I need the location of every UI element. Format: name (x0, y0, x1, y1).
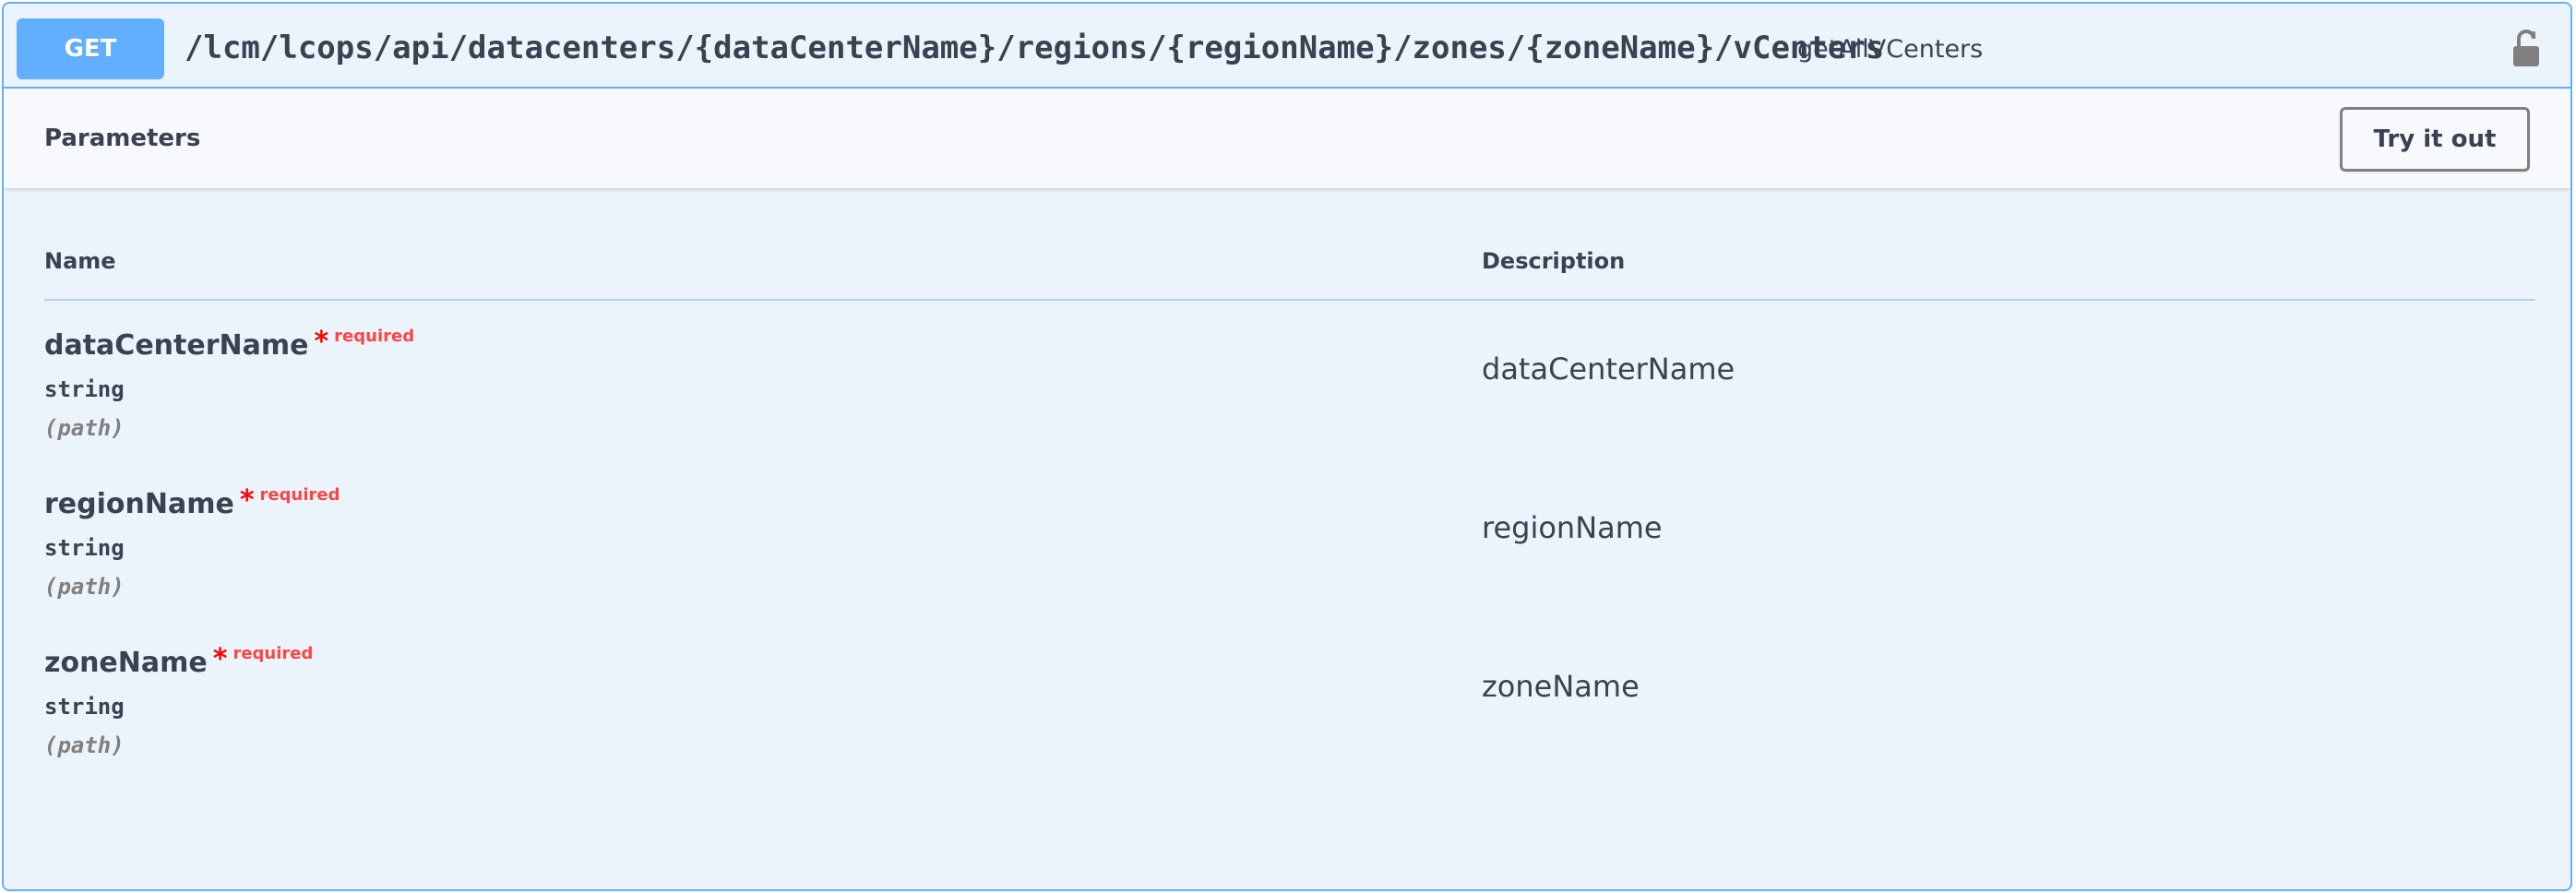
column-header-name: Name (44, 248, 116, 274)
parameter-type: string (44, 535, 125, 561)
parameter-location: (path) (44, 732, 125, 758)
table-header-divider (44, 299, 2535, 301)
parameter-name: zoneName (44, 647, 208, 679)
try-it-out-button[interactable]: Try it out (2340, 107, 2530, 172)
column-header-description: Description (1482, 248, 1626, 274)
parameter-name-cell: regionName*required (44, 484, 340, 528)
parameter-location: (path) (44, 574, 125, 600)
parameter-row: regionName*required string (path) region… (4, 484, 2570, 644)
parameter-type: string (44, 694, 125, 720)
required-label: required (334, 327, 415, 346)
required-label: required (259, 485, 340, 505)
required-marker: * (314, 326, 329, 358)
parameters-header: Parameters Try it out (4, 89, 2570, 188)
parameters-title: Parameters (44, 125, 201, 152)
parameter-location: (path) (44, 415, 125, 441)
endpoint-path: /lcm/lcops/api/datacenters/{dataCenterNa… (185, 30, 1885, 66)
parameter-name: regionName (44, 488, 234, 520)
parameter-row: zoneName*required string (path) zoneName (4, 643, 2570, 803)
parameter-name-cell: dataCenterName* required (44, 326, 415, 369)
parameter-row: dataCenterName*required string (path) da… (4, 326, 2570, 485)
required-marker: * (239, 484, 255, 517)
required-marker: * (212, 643, 228, 675)
parameter-type: string (44, 376, 125, 402)
parameter-description: dataCenterName (1482, 351, 1735, 387)
unlocked-padlock-icon[interactable] (2511, 28, 2541, 68)
parameter-name-cell: zoneName* required (44, 643, 314, 686)
parameter-description: zoneName (1482, 669, 1640, 704)
operation-summary[interactable]: GET /lcm/lcops/api/datacenters/{dataCent… (4, 4, 2570, 89)
parameter-description: regionName (1482, 510, 1663, 545)
parameter-name: dataCenterName (44, 329, 309, 362)
required-label: required (233, 644, 314, 663)
operation-id: getAllVCenters (1797, 35, 1984, 64)
http-method-badge: GET (17, 18, 164, 79)
